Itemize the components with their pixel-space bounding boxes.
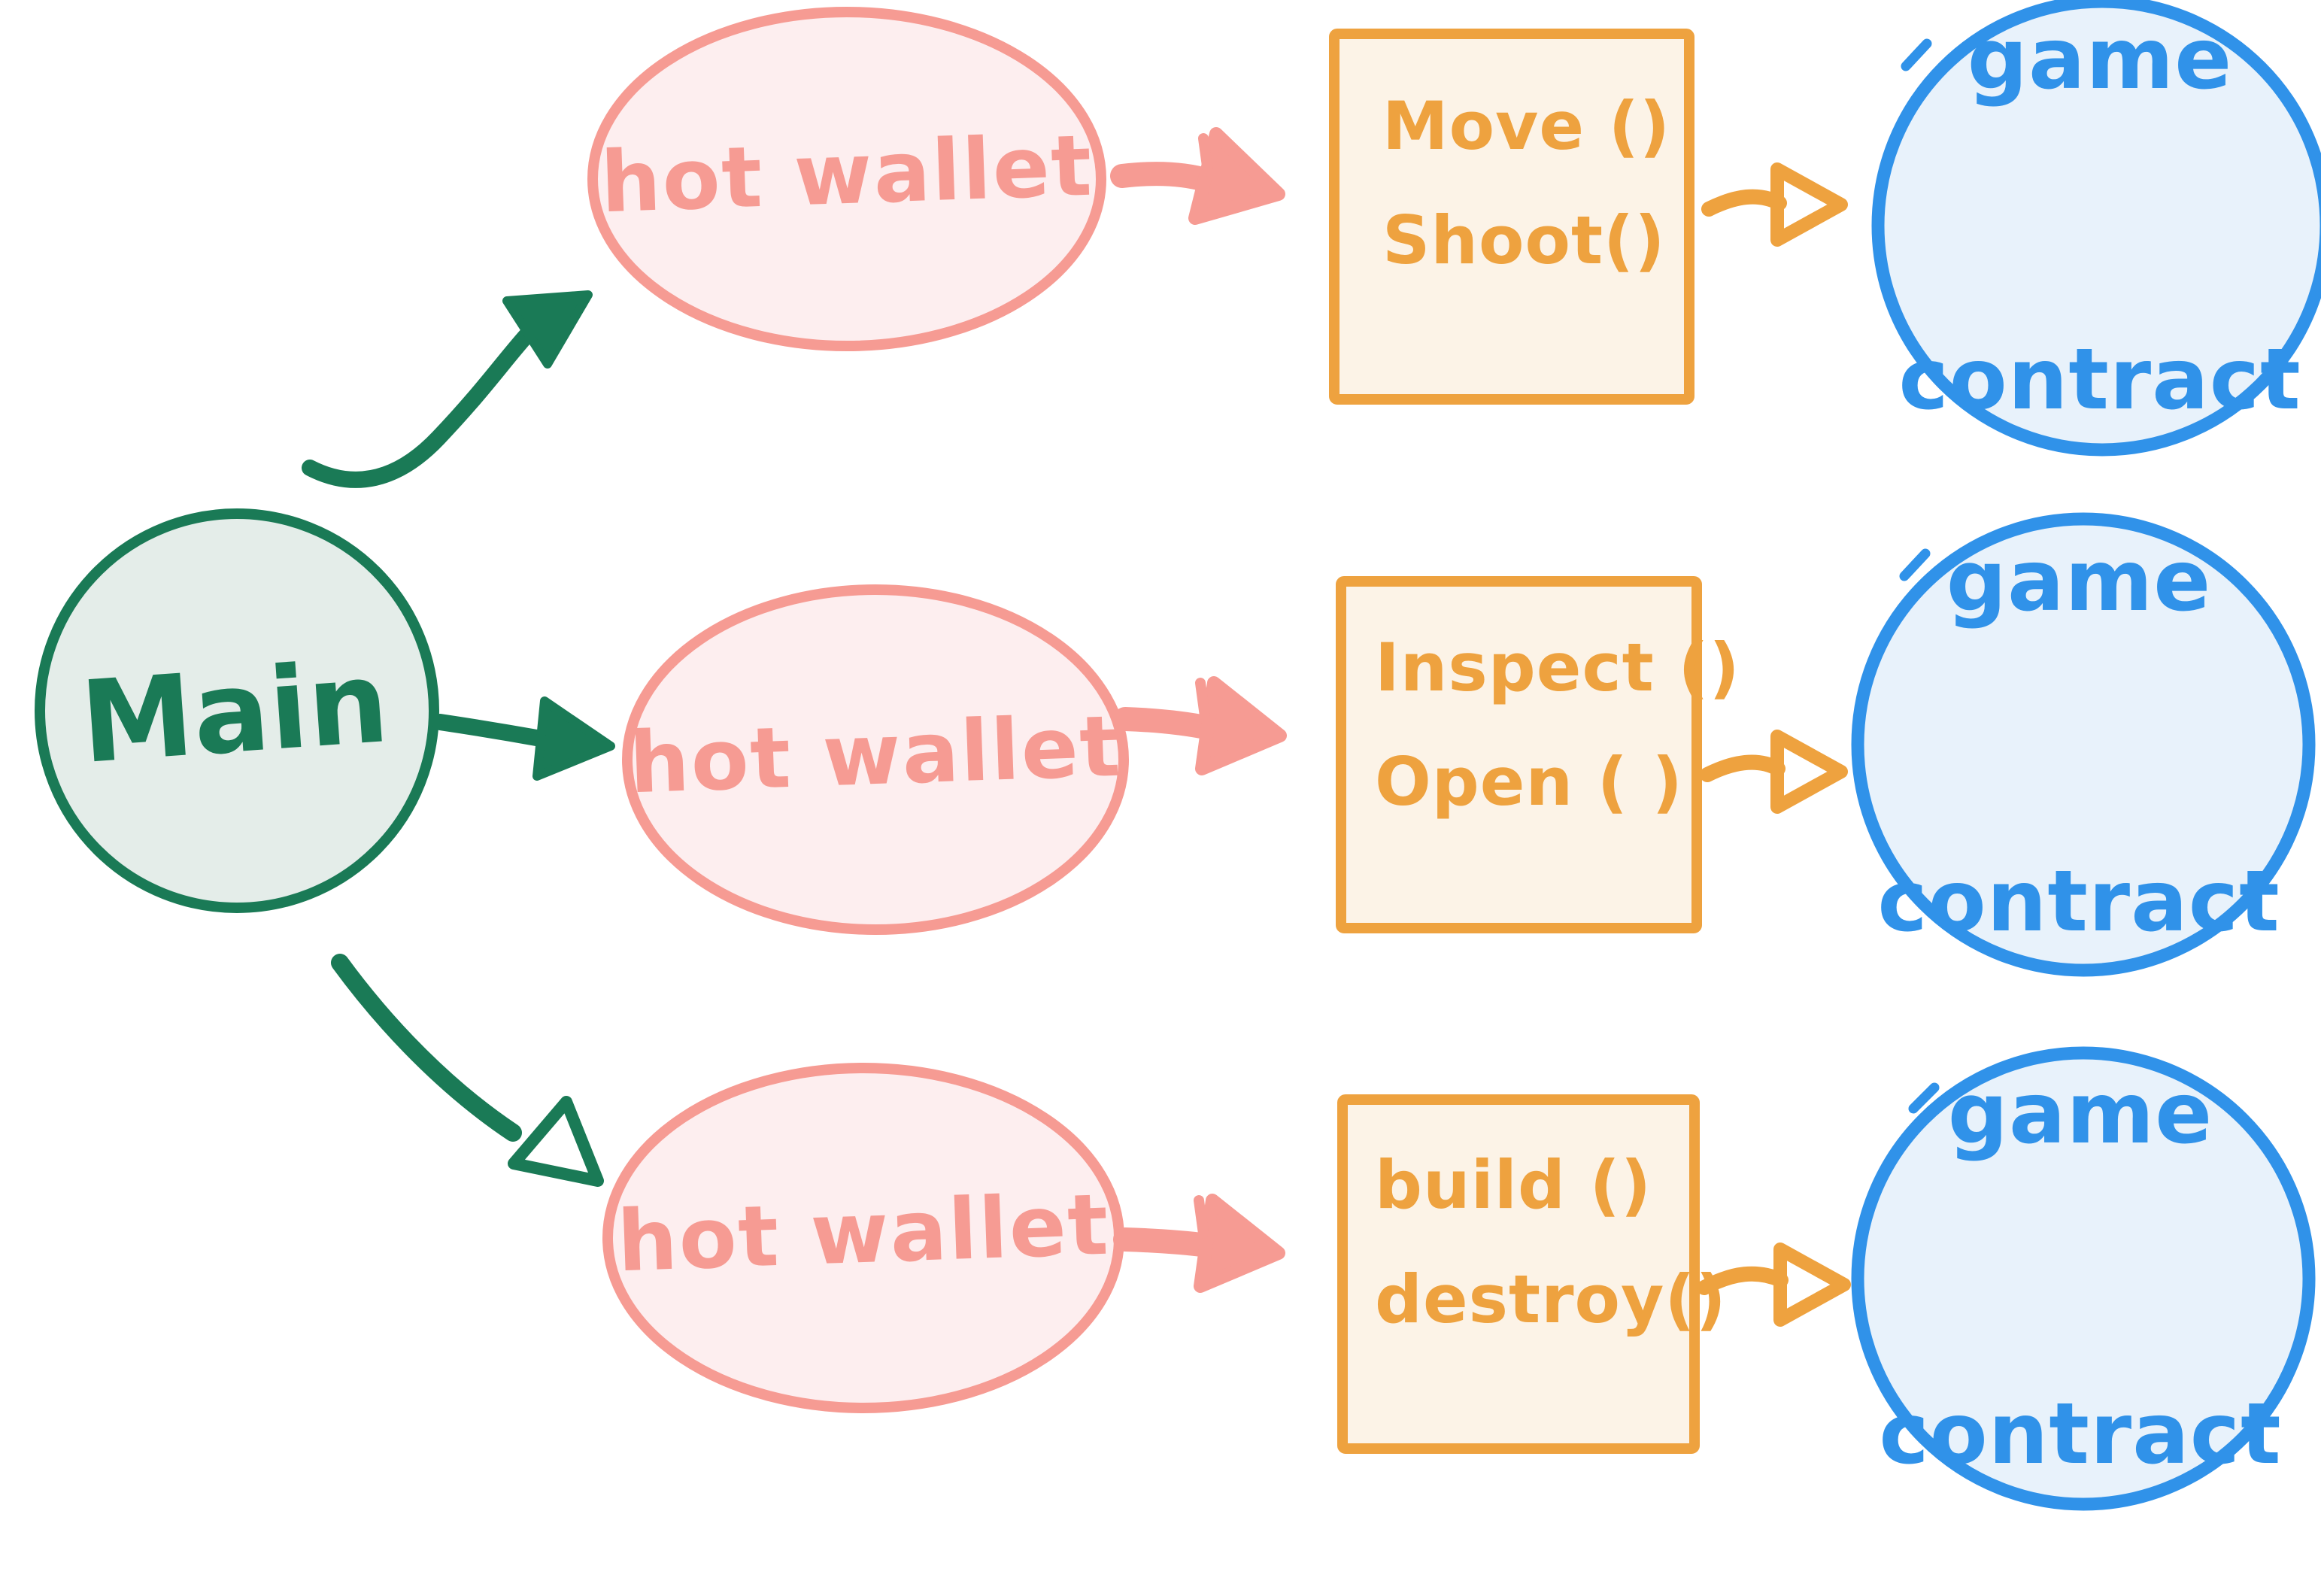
contract-label-1: game contract xyxy=(1898,0,2301,647)
pen-tick-icon xyxy=(1901,38,1932,71)
function-box-1 xyxy=(1329,29,1694,405)
wallet-label-1: hot wallet xyxy=(599,117,1095,232)
function-box-2-text: Inspect () Open ( ) xyxy=(1375,611,1740,839)
function-line: Inspect () xyxy=(1375,629,1740,706)
function-line: Shoot() xyxy=(1382,202,1666,279)
arrow-box-to-contract-1 xyxy=(1701,162,1848,247)
arrow-main-to-wallet-2 xyxy=(432,696,615,781)
contract-circle-1 xyxy=(1871,0,2321,457)
arrow-box-to-contract-2 xyxy=(1700,730,1848,814)
arrow-wallet-to-box-3 xyxy=(1113,1194,1285,1293)
contract-line: game xyxy=(1946,533,2212,630)
pen-tick-icon xyxy=(1899,548,1931,581)
contract-line: game xyxy=(1947,1065,2213,1163)
function-line: build () xyxy=(1375,1146,1652,1224)
arrow-box-to-contract-3 xyxy=(1697,1243,1851,1327)
contract-line: game xyxy=(1967,11,2233,108)
main-node-circle xyxy=(35,508,439,913)
contract-line: contract xyxy=(1898,331,2301,429)
function-box-3 xyxy=(1337,1094,1700,1454)
arrow-wallet-to-box-1 xyxy=(1110,127,1285,225)
wallet-label-2: hot wallet xyxy=(627,697,1124,813)
contract-label-2: game contract xyxy=(1877,314,2280,1169)
arrow-main-to-wallet-1 xyxy=(302,290,593,488)
pen-tick-icon xyxy=(1908,1082,1940,1114)
arrow-main-to-wallet-3 xyxy=(331,954,604,1187)
wallet-ellipse-1 xyxy=(587,7,1106,351)
function-box-1-text: Move () Shoot() xyxy=(1382,69,1670,298)
contract-circle-2 xyxy=(1851,512,2316,977)
arrow-wallet-to-box-2 xyxy=(1113,676,1287,775)
wallet-label-3: hot wallet xyxy=(615,1176,1112,1291)
contract-label-3: game contract xyxy=(1879,847,2281,1596)
main-node-label: Main xyxy=(77,636,393,790)
contract-line: contract xyxy=(1879,1385,2282,1483)
wallet-ellipse-2 xyxy=(622,584,1129,935)
function-box-2 xyxy=(1336,576,1702,933)
contract-line: contract xyxy=(1877,853,2280,951)
function-line: destroy() xyxy=(1375,1261,1727,1338)
function-box-3-text: build () destroy() xyxy=(1375,1128,1727,1357)
function-line: Move () xyxy=(1382,87,1671,165)
contract-circle-3 xyxy=(1851,1046,2316,1511)
function-line: Open ( ) xyxy=(1375,743,1683,821)
